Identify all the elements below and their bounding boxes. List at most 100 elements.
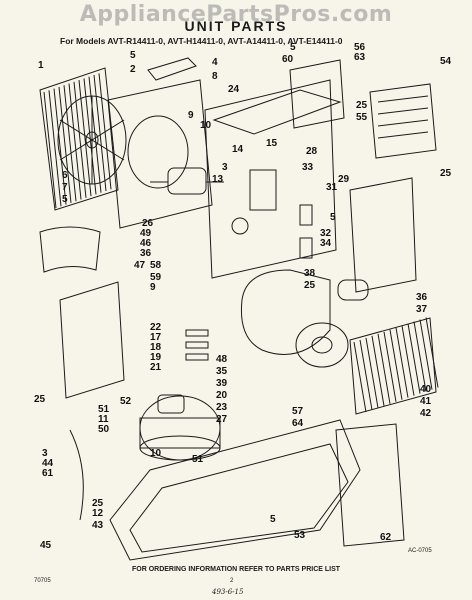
callout-number: 6	[62, 170, 68, 181]
callout-number: 53	[294, 530, 306, 541]
page-title: UNIT PARTS	[184, 18, 288, 34]
callout-number: 4	[212, 57, 218, 68]
callout-number: 12	[92, 508, 104, 519]
watermark: AppliancePartsPros.com	[79, 2, 393, 27]
callout-number: 33	[302, 162, 314, 173]
coil-fin	[88, 76, 102, 193]
callout-number: 47	[134, 260, 146, 271]
callout-number: 22	[150, 322, 162, 333]
callout-number: 5	[330, 212, 336, 223]
callout-number: 10	[200, 120, 212, 131]
callout-number: 46	[140, 238, 152, 249]
coil-fin	[425, 317, 439, 388]
callout-number: 19	[150, 352, 162, 363]
callout-number: 35	[216, 366, 228, 377]
callout-number: 62	[380, 532, 392, 543]
callout-number: 15	[266, 138, 278, 149]
callout-number: 23	[216, 402, 228, 413]
compressor	[139, 394, 221, 461]
fan-blade	[57, 95, 127, 185]
callout-number: 63	[354, 52, 366, 63]
blower-housing	[240, 269, 349, 368]
side-panel	[349, 177, 417, 293]
callout-number: 26	[142, 218, 154, 229]
callout-number: 41	[420, 396, 432, 407]
callout-number: 25	[440, 168, 452, 179]
callout-number: 36	[140, 248, 152, 259]
callout-number: 21	[150, 362, 162, 373]
main-bulkhead	[204, 79, 337, 279]
callout-number: 8	[212, 71, 218, 82]
callout-number: 51	[98, 404, 110, 415]
callout-number: 14	[232, 144, 244, 155]
callout-number: 34	[320, 238, 332, 249]
callout-number: 39	[216, 378, 228, 389]
coil-fin	[395, 327, 409, 398]
coil-fin	[83, 78, 97, 195]
blower-motor	[337, 279, 369, 301]
left-side-panel	[59, 281, 125, 399]
document-code: 70705	[34, 578, 51, 584]
callout-number: 7	[62, 182, 68, 193]
coil-fin	[389, 329, 403, 400]
coil-fin	[63, 85, 77, 202]
callout-number: 3	[42, 448, 48, 459]
callout-number: 36	[416, 292, 428, 303]
coil-fin	[93, 74, 107, 192]
coil-fin	[371, 335, 385, 406]
callout-number: 10	[150, 448, 162, 459]
callout-number: 40	[420, 384, 432, 395]
coil-fin	[419, 319, 433, 390]
callout-number: 24	[228, 84, 240, 95]
spring-clip-stack	[185, 329, 209, 361]
evaporator-coil	[349, 317, 439, 415]
handwritten-note: 493-6-15	[212, 588, 244, 596]
coil-fin	[53, 88, 67, 205]
callout-number: 9	[150, 282, 156, 293]
callout-number: 18	[150, 342, 162, 353]
coil-fin	[407, 323, 421, 394]
coil-fin	[359, 339, 373, 411]
callout-number: 29	[338, 174, 350, 185]
callout-number: 50	[98, 424, 110, 435]
callout-number: 11	[98, 414, 109, 425]
coil-fin	[68, 83, 82, 200]
coil-fin	[58, 86, 72, 203]
callout-number: 3	[222, 162, 228, 173]
ordering-footer: FOR ORDERING INFORMATION REFER TO PARTS …	[131, 566, 341, 573]
callout-number: 1	[38, 60, 44, 71]
callout-number: 25	[92, 498, 104, 509]
callout-number: 17	[150, 332, 162, 343]
callout-number: 48	[216, 354, 228, 365]
callout-number: 27	[216, 414, 228, 425]
coil-fin	[78, 80, 92, 197]
callout-number: 55	[356, 112, 368, 123]
callout-number: 52	[120, 396, 132, 407]
callout-number: 51	[192, 454, 204, 465]
page-number: 2	[230, 578, 234, 584]
callout-number: 58	[150, 260, 162, 271]
models-line: For Models AVT-R14411-0, AVT-H14411-0, A…	[60, 36, 343, 46]
callout-number: 5	[62, 194, 68, 205]
callout-number: 56	[354, 42, 366, 53]
fan-motor	[150, 167, 224, 195]
callout-number: 64	[292, 418, 304, 429]
callout-number: 54	[440, 56, 452, 67]
callout-number: 57	[292, 406, 304, 417]
callout-number: 5	[290, 42, 296, 53]
callout-number: 42	[420, 408, 432, 419]
figure-code: AC-0705	[408, 548, 432, 554]
coil-fin	[365, 337, 379, 409]
callout-number: 2	[130, 64, 136, 75]
callout-number: 38	[304, 268, 316, 279]
callout-number: 44	[42, 458, 54, 469]
callout-number: 25	[356, 100, 368, 111]
heater-assembly	[369, 83, 437, 159]
callout-number: 25	[34, 394, 46, 405]
coil-fin	[48, 90, 62, 207]
partition-panel	[107, 79, 213, 229]
callout-number: 61	[42, 468, 54, 479]
top-cover	[147, 57, 197, 81]
